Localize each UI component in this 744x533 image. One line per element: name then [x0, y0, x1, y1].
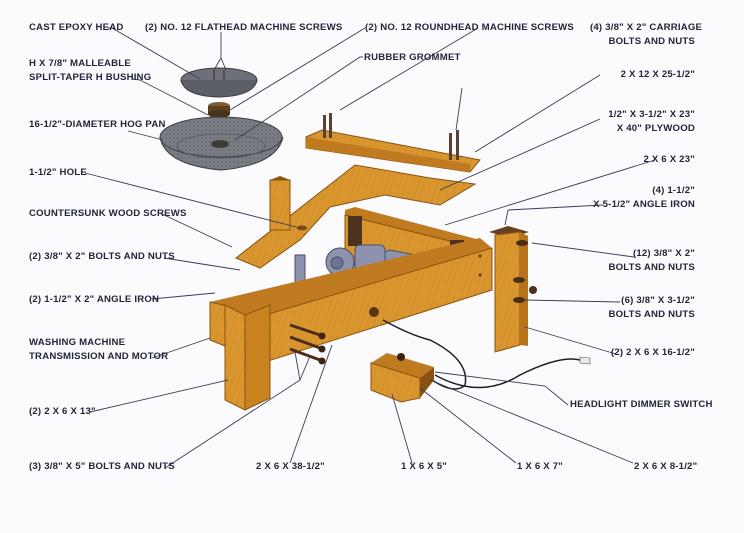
- label-board-2x6x13: (2) 2 X 6 X 13": [29, 406, 96, 417]
- label-bolts-2-3-8x2: (2) 3/8" X 2" BOLTS AND NUTS: [29, 251, 175, 262]
- label-cast-epoxy-head: CAST EPOXY HEAD: [29, 22, 124, 33]
- label-rubber-grommet: RUBBER GROMMET: [364, 52, 461, 63]
- board-2x6x8: [269, 176, 291, 231]
- leader-lines: [84, 27, 656, 469]
- label-transmission: WASHING MACHINE TRANSMISSION AND MOTOR: [29, 337, 169, 362]
- label-bolts-3: (3) 3/8" X 5" BOLTS AND NUTS: [29, 461, 175, 472]
- label-board-1x6x7: 1 X 6 X 7": [517, 461, 564, 472]
- label-wood-screws: COUNTERSUNK WOOD SCREWS: [29, 208, 187, 219]
- label-bushing: H X 7/8" MALLEABLE SPLIT-TAPER H BUSHING: [29, 58, 152, 83]
- hog-pan: [159, 116, 284, 171]
- label-roundhead-screws: (2) NO. 12 ROUNDHEAD MACHINE SCREWS: [365, 22, 575, 33]
- board-2x12: [305, 113, 481, 173]
- label-board-2x6x38: 2 X 6 X 38-1/2": [256, 461, 325, 472]
- split-taper-bushing: [208, 102, 230, 118]
- label-plywood: 1/2" X 3-1/2" X 23" X 40" PLYWOOD: [608, 109, 695, 134]
- headlight-dimmer-switch: [370, 353, 434, 403]
- label-angle-iron-2: (2) 1-1/2" X 2" ANGLE IRON: [29, 294, 160, 305]
- label-carriage-bolts: (4) 3/8" X 2" CARRIAGE BOLTS AND NUTS: [590, 22, 703, 47]
- bolts-3-8x5: [289, 323, 326, 365]
- switch-cord: [382, 319, 591, 390]
- label-angle-iron-4: (4) 1-1/2" X 5-1/2" ANGLE IRON: [593, 185, 695, 210]
- label-board-2x12: 2 X 12 X 25-1/2": [620, 69, 695, 80]
- plywood-sheet: [235, 164, 477, 269]
- label-bolts-6: (6) 3/8" X 3-1/2" BOLTS AND NUTS: [608, 295, 695, 320]
- label-hog-pan: 16-1/2"-DIAMETER HOG PAN: [29, 119, 166, 130]
- label-board-1x6x5: 1 X 6 X 5": [401, 461, 448, 472]
- board-2x6x16: [489, 226, 537, 353]
- label-hole: 1-1/2" HOLE: [29, 167, 87, 178]
- cast-epoxy-head: [180, 67, 258, 98]
- label-board-2x6x8: 2 X 6 X 8-1/2": [634, 461, 698, 472]
- label-bolts-12: (12) 3/8" X 2" BOLTS AND NUTS: [608, 248, 695, 273]
- label-headlight-switch: HEADLIGHT DIMMER SWITCH: [570, 399, 713, 410]
- label-board-2x6x23: 2 X 6 X 23": [643, 154, 695, 165]
- label-flathead-screws: (2) NO. 12 FLATHEAD MACHINE SCREWS: [145, 22, 343, 33]
- board-2x6x13: [224, 295, 271, 411]
- label-board-2x6x16: (2) 2 X 6 X 16-1/2": [610, 347, 695, 358]
